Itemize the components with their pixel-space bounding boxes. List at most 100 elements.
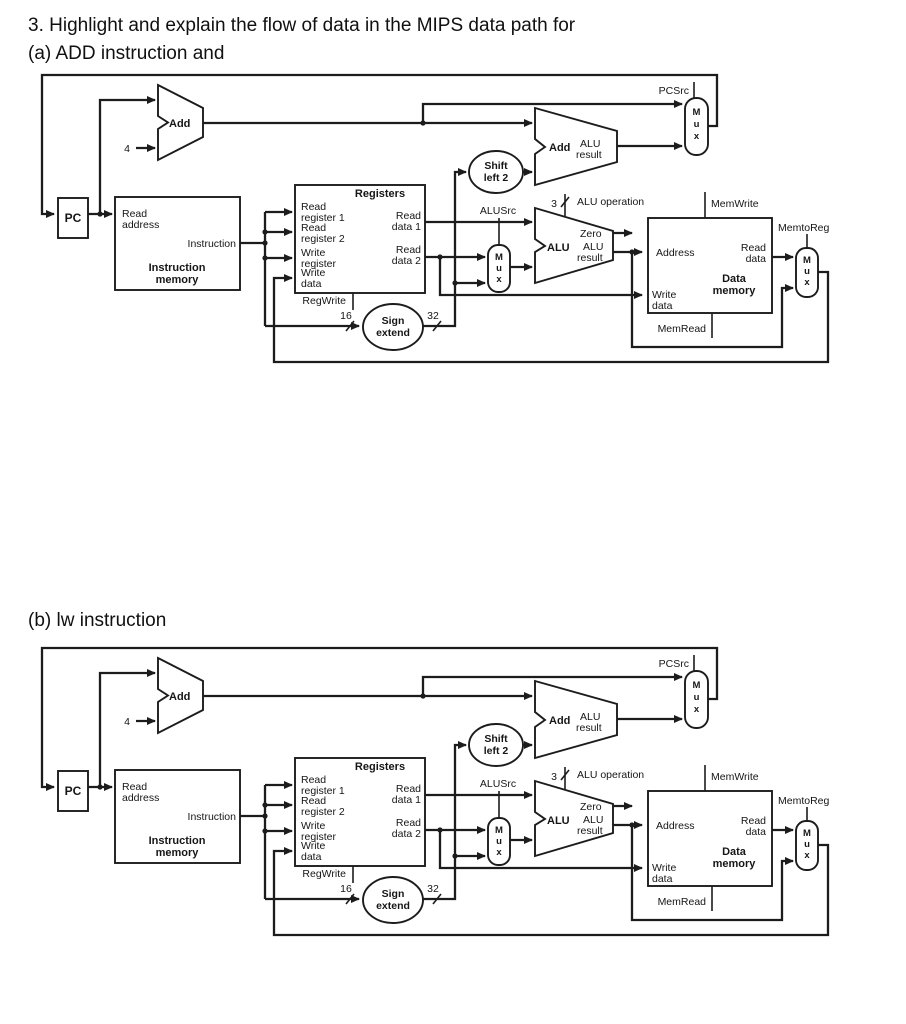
bus-width-16-label: 16 [340, 310, 352, 322]
branch-add-label: Add [549, 142, 570, 154]
junction-dot [452, 853, 458, 859]
instruction-memory-box [114, 769, 241, 864]
svg-text:u: u [496, 263, 502, 274]
svg-text:x: x [694, 131, 700, 142]
svg-text:x: x [694, 704, 700, 715]
dm-read-data-label: Read [741, 242, 766, 254]
mips-datapath-svg: PC Read address Instruction Instruction … [40, 646, 830, 937]
memwrite-label: MemWrite [711, 198, 759, 210]
pcsrc-mux-label: M u x [693, 680, 701, 715]
memtoreg-mux [795, 247, 819, 298]
alu-zero-label: Zero [580, 228, 602, 240]
wire-writeback-to-registers [272, 270, 830, 364]
bus-width-slash-16 [345, 320, 355, 332]
data-memory-title: Data [722, 273, 747, 285]
shift-left-2-label: left 2 [484, 172, 509, 184]
bus-width-slash-16 [345, 893, 355, 905]
pcsrc-mux [684, 97, 709, 156]
alusrc-mux [487, 244, 511, 293]
wire-pcsrc-mux-to-pc [40, 646, 719, 791]
pc-box [57, 197, 89, 239]
wire-pc-to-add4 [98, 669, 156, 787]
dm-read-data-label: data [746, 253, 767, 265]
im-read-address-label: Read [122, 208, 147, 220]
read-register-1-label: register 1 [301, 785, 345, 797]
pcsrc-label: PCSrc [659, 658, 689, 670]
junction-dot [97, 784, 103, 790]
alusrc-mux-label: M u x [495, 825, 503, 858]
sign-extend-label: Sign [382, 888, 405, 900]
mips-datapath-diagram-a: PC Read address Instruction Instruction … [0, 70, 906, 370]
svg-text:M: M [495, 825, 503, 836]
dm-write-data-label: Write [652, 289, 676, 301]
bus-width-16-label: 16 [340, 883, 352, 895]
data-memory-title: memory [713, 858, 757, 870]
junction-dot [437, 254, 443, 260]
alu-op-width-label: 3 [551, 771, 557, 783]
write-register-label: Write [301, 820, 325, 832]
read-data-1-label: Read [396, 783, 421, 795]
data-memory-box [647, 217, 773, 314]
svg-text:M: M [803, 828, 811, 839]
instruction-memory-title: memory [156, 274, 200, 286]
dm-write-data-label: data [652, 300, 673, 312]
im-instruction-label: Instruction [188, 811, 237, 823]
alusrc-label: ALUSrc [480, 205, 516, 217]
alu-operation-label: ALU operation [577, 196, 644, 208]
wire-read-data-2-to-data-memory [438, 830, 643, 872]
sign-extend-shape [362, 876, 424, 924]
im-instruction-label: Instruction [188, 238, 237, 250]
im-read-address-label: address [122, 219, 159, 231]
wire-sign-extend-to-shift-left-2 [422, 168, 467, 328]
junction-dot [262, 229, 268, 235]
branch-adder-shape [534, 679, 618, 760]
alusrc-mux-label: M u x [495, 252, 503, 285]
mips-datapath-diagram-b: PC Read address Instruction Instruction … [0, 643, 906, 943]
wire-pcsrc-mux-to-pc [40, 73, 719, 218]
svg-text:x: x [496, 274, 502, 285]
sign-extend-label: extend [376, 900, 410, 912]
memtoreg-label: MemtoReg [778, 222, 830, 234]
shift-left-2-shape [468, 723, 524, 767]
registers-box [294, 757, 426, 867]
memtoreg-label: MemtoReg [778, 795, 830, 807]
pc-label: PC [65, 784, 82, 798]
alu-shape [534, 779, 614, 858]
dm-write-data-label: data [652, 873, 673, 885]
alu-shape [534, 206, 614, 285]
shift-left-2-label: left 2 [484, 745, 509, 757]
wire-alu-result-to-memtoreg-mux [630, 252, 794, 349]
memtoreg-mux-label: M u x [803, 828, 811, 861]
alu-zero-label: Zero [580, 801, 602, 813]
registers-box [294, 184, 426, 294]
sign-extend-label: extend [376, 327, 410, 339]
read-register-2-label: register 2 [301, 233, 345, 245]
wire-add4-to-pcsrc-mux [421, 673, 683, 696]
bus-width-32-label: 32 [427, 310, 439, 322]
data-memory-title: Data [722, 846, 747, 858]
junction-dot [629, 822, 635, 828]
section-b-label: (b) lw instruction [28, 610, 167, 631]
instruction-memory-box [114, 196, 241, 291]
alu-result-label: ALU [583, 241, 603, 253]
dm-read-data-label: Read [741, 815, 766, 827]
instruction-memory-title: memory [156, 847, 200, 859]
im-read-address-label: Read [122, 781, 147, 793]
alu-result-label: ALU [583, 814, 603, 826]
reg-write-data-label: data [301, 278, 322, 290]
read-data-1-label: Read [396, 210, 421, 222]
branch-add-result-label: ALU [580, 138, 600, 150]
im-read-address-label: address [122, 792, 159, 804]
reg-write-data-label: Write [301, 267, 325, 279]
increment-four-label: 4 [124, 143, 130, 155]
data-memory-box [647, 790, 773, 887]
reg-write-data-label: Write [301, 840, 325, 852]
pcsrc-mux [684, 670, 709, 729]
memread-label: MemRead [658, 896, 707, 908]
junction-dot [262, 255, 268, 261]
junction-dot [437, 827, 443, 833]
alusrc-mux [487, 817, 511, 866]
junction-dot [97, 211, 103, 217]
regwrite-label: RegWrite [302, 295, 346, 307]
